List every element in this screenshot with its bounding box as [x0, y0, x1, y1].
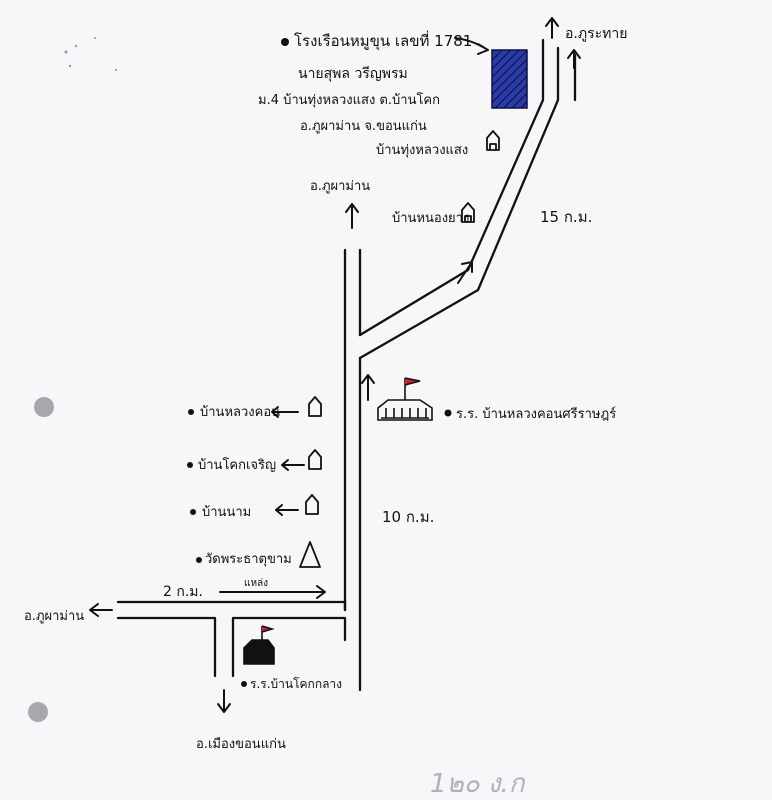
destination-bottom: อ.เมืองขอนแก่น [196, 736, 286, 752]
temple-label: วัดพระธาตุขาม [205, 552, 292, 567]
village-3-label: บ้านนาม [202, 505, 251, 520]
distance-15km: 15 ก.ม. [540, 208, 592, 226]
house-icon-village-1 [308, 396, 322, 417]
arrow-bottom-exit [217, 689, 231, 713]
temple-icon [299, 541, 321, 568]
bullet-school-right [444, 409, 452, 417]
destination-top-right: อ.ภูระทาย [565, 26, 627, 42]
farm-label-line4: อ.ภูผาม่าน จ.ขอนแก่น [300, 119, 427, 134]
house-icon-village-3 [305, 494, 319, 515]
farm-building [491, 49, 528, 109]
branch-road-upper-edge [358, 38, 545, 337]
arrow-village-1 [271, 406, 299, 418]
left-road-bottom-edge [116, 616, 217, 678]
village-1-label: บ้านหลวงคอน [200, 405, 280, 420]
arrow-farm-pointer [454, 37, 489, 55]
pencil-note: 1๒๐ ง.ก [430, 769, 526, 799]
destination-phuphaman: อ.ภูผาม่าน [310, 179, 370, 194]
left-road-inner-edge [231, 616, 347, 678]
house-icon-mid [461, 202, 475, 223]
school-icon-right [377, 377, 433, 421]
bullet-village-3 [190, 509, 196, 515]
arrow-farm-right [567, 49, 581, 69]
arrow-left-exit [89, 603, 113, 617]
bullet-school-bottom [241, 681, 247, 687]
arrow-diagonal [457, 261, 473, 284]
binder-hole-bottom [28, 702, 48, 722]
distance-10km: 10 ก.ม. [382, 508, 434, 526]
school-icon-bottom [243, 625, 275, 665]
village-top-label: บ้านทุ่งหลวงแสง [376, 143, 468, 158]
arrow-village-3 [275, 504, 299, 516]
small-road-note: แหล่ง [244, 578, 268, 589]
left-road-top-edge [116, 600, 347, 612]
arrow-village-2 [281, 459, 305, 471]
farm-label-line3: ม.4 บ้านทุ่งหลวงแสง ต.บ้านโคก [258, 92, 440, 108]
house-icon-top [486, 130, 500, 151]
scan-specks [64, 37, 118, 72]
school-right-label: ร.ร. บ้านหลวงคอนศรีราษฎร์ [456, 406, 616, 422]
village-2-label: บ้านโคกเจริญ [198, 457, 276, 473]
farm-label-line1: โรงเรือนหมูขุน เลขที่ 1781 [294, 30, 472, 51]
destination-left: อ.ภูผาม่าน [24, 609, 84, 624]
arrow-2km [219, 585, 326, 599]
arrow-mid-road [361, 374, 375, 401]
farm-label-line2: นายสุพล วรีญพรม [298, 66, 408, 82]
branch-road-lower-edge [358, 46, 560, 360]
bullet-farm [281, 38, 289, 46]
bullet-village-1 [188, 409, 194, 415]
arrow-to-phuphaman [345, 203, 359, 229]
bullet-temple [196, 557, 202, 563]
binder-hole-top [34, 397, 54, 417]
house-icon-village-2 [308, 449, 322, 470]
arrow-top-right [545, 17, 559, 39]
distance-2km: 2 ก.ม. [163, 584, 203, 600]
village-mid-label: บ้านหนองยาง [392, 211, 469, 226]
bullet-village-2 [187, 462, 193, 468]
school-bottom-label: ร.ร.บ้านโคกกลาง [250, 677, 342, 691]
